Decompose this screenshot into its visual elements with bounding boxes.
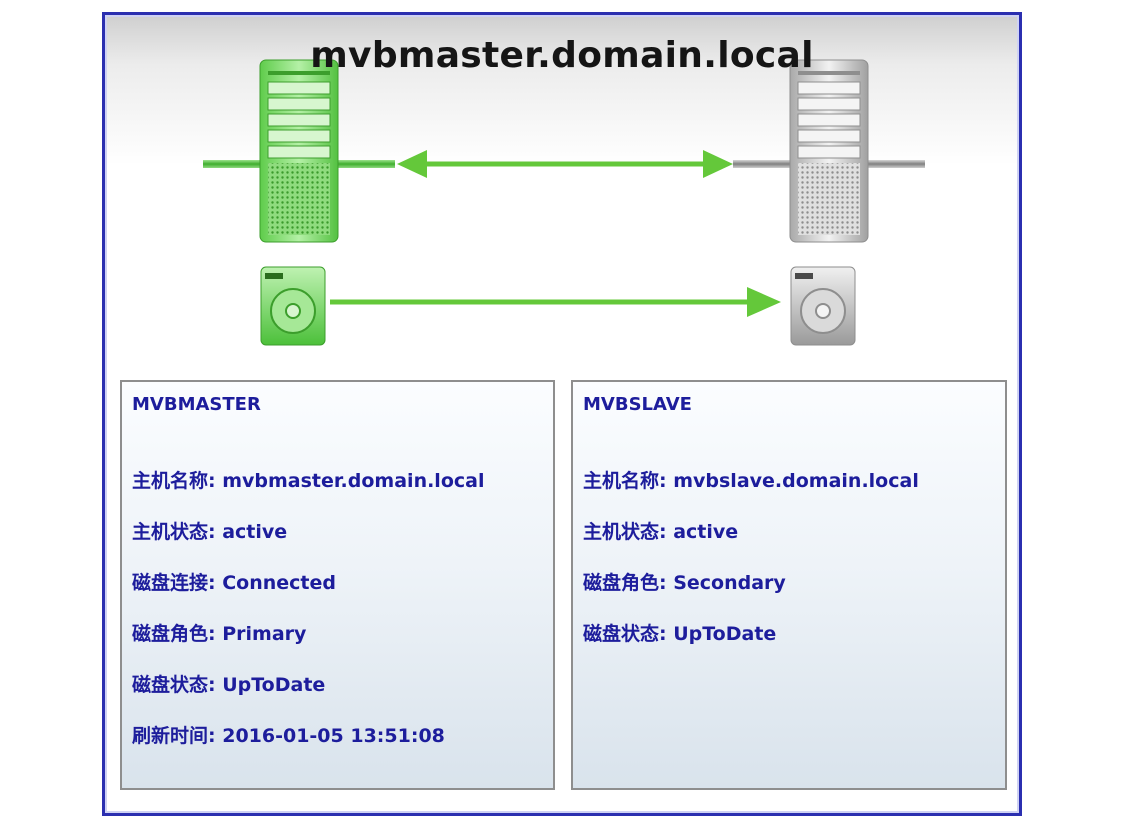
page-title: mvbmaster.domain.local [310,35,814,76]
field-label: 主机名称: [583,470,674,492]
disk-replication-arrow [330,287,781,317]
slave-disk-status-row: 磁盘状态: UpToDate [583,619,776,646]
master-disk-connection-row: 磁盘连接: Connected [132,568,336,595]
master-refresh-time-row: 刷新时间: 2016-01-05 13:51:08 [132,721,445,748]
field-value: mvbslave.domain.local [673,470,919,492]
master-disk-status-row: 磁盘状态: UpToDate [132,670,325,697]
network-link-arrow [397,150,733,178]
slave-panel-title: MVBSLAVE [583,394,692,415]
replication-diagram [203,59,925,346]
field-label: 磁盘状态: [583,623,674,645]
slave-host-status-row: 主机状态: active [583,517,738,544]
field-value: 2016-01-05 13:51:08 [222,725,445,747]
field-label: 主机状态: [132,521,223,543]
field-value: Primary [222,623,307,645]
slave-info-panel: MVBSLAVE 主机名称: mvbslave.domain.local 主机状… [571,380,1007,790]
field-value: UpToDate [673,623,777,645]
slave-server-icon [789,59,869,243]
master-hostname-row: 主机名称: mvbmaster.domain.local [132,466,484,493]
master-panel-title: MVBMASTER [132,394,261,415]
slave-disk-icon [790,266,856,346]
slave-disk-role-row: 磁盘角色: Secondary [583,568,786,595]
field-label: 磁盘角色: [132,623,223,645]
master-server-icon [259,59,339,243]
slave-cable-left [733,160,793,168]
slave-cable-right [865,160,925,168]
master-disk-icon [260,266,326,346]
field-value: UpToDate [222,674,326,696]
field-value: Connected [222,572,336,594]
field-label: 主机状态: [583,521,674,543]
field-label: 磁盘连接: [132,572,223,594]
field-label: 刷新时间: [132,725,223,747]
field-value: active [673,521,739,543]
field-value: Secondary [673,572,786,594]
field-label: 磁盘角色: [583,572,674,594]
field-value: mvbmaster.domain.local [222,470,485,492]
slave-hostname-row: 主机名称: mvbslave.domain.local [583,466,919,493]
master-disk-role-row: 磁盘角色: Primary [132,619,306,646]
master-host-status-row: 主机状态: active [132,517,287,544]
master-cable-right [335,160,395,168]
master-cable-left [203,160,263,168]
status-frame: mvbmaster.domain.local MVBMASTER 主机名称: m… [102,12,1022,816]
field-label: 主机名称: [132,470,223,492]
field-label: 磁盘状态: [132,674,223,696]
field-value: active [222,521,288,543]
master-info-panel: MVBMASTER 主机名称: mvbmaster.domain.local 主… [120,380,555,790]
